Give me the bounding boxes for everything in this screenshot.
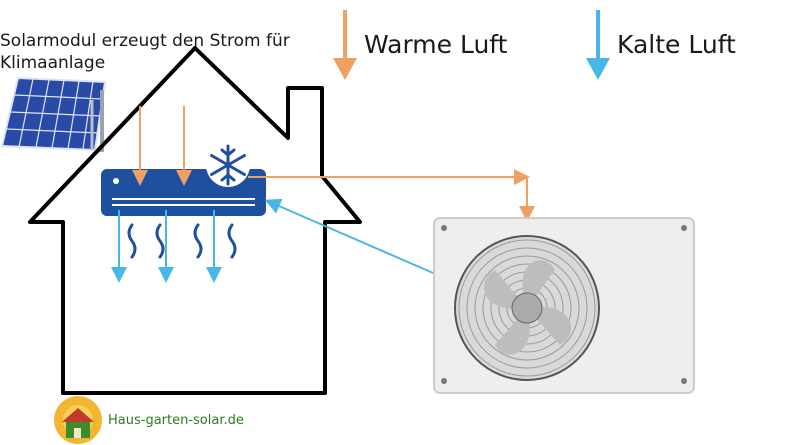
cold-air-waves [127,223,237,259]
snowflake-icon [206,143,250,187]
solar-caption-line1: Solarmodul erzeugt den Strom für [0,31,290,51]
fan-icon [454,235,600,381]
legend-warm-arrow [333,10,357,80]
cold-air-line [264,198,441,277]
solar-panel [0,76,107,152]
legend-cold-arrow [586,10,610,80]
legend-warm-label: Warme Luft [364,30,508,59]
house-logo-icon [62,408,94,438]
house-outline [28,46,362,395]
solar-caption-line2: Klimaanlage [0,53,106,73]
solar-feed-arrows [132,106,192,186]
legend-cold-label: Kalte Luft [617,30,736,59]
brand-link[interactable]: Haus-garten-solar.de [108,413,244,428]
solar-caption: Solarmodul erzeugt den Strom für Klimaan… [0,30,310,74]
warm-air-line [248,169,535,222]
cold-air-arrows [111,210,222,283]
